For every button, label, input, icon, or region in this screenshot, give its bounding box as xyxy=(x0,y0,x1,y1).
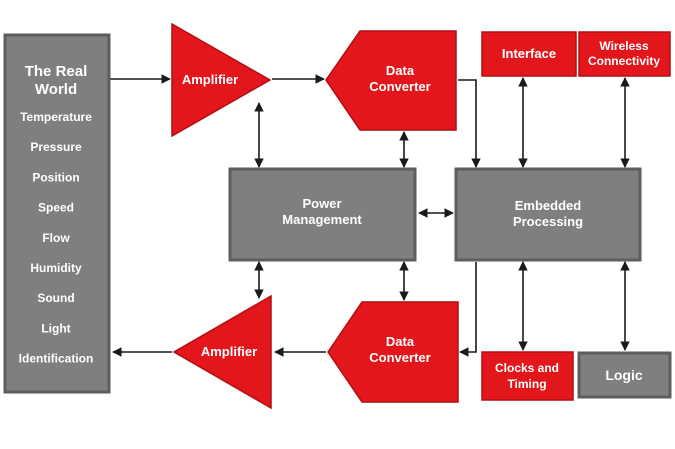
logic-label: Logic xyxy=(605,367,643,383)
real-world-item: Identification xyxy=(19,352,94,366)
wire-embedded-converter-bottom xyxy=(459,262,477,357)
converter-top-label: Converter xyxy=(369,79,430,94)
power-management-label: Power xyxy=(302,196,341,211)
real-world-items: TemperaturePressurePositionSpeedFlowHumi… xyxy=(19,110,94,366)
real-world-title: The Real xyxy=(25,63,88,80)
amplifier-top-label: Amplifier xyxy=(182,72,238,87)
amplifier-bottom-block: Amplifier xyxy=(172,294,272,410)
power-management-block: Power Management xyxy=(228,167,417,262)
real-world-item: Light xyxy=(41,321,70,335)
real-world-item: Position xyxy=(32,170,79,184)
power-management-label: Management xyxy=(282,212,362,227)
embedded-processing-block: Embedded Processing xyxy=(454,167,642,262)
converter-bottom-label: Converter xyxy=(369,350,430,365)
real-world-block: The Real World TemperaturePressurePositi… xyxy=(3,33,111,394)
wire-converter-top-embedded xyxy=(458,79,481,168)
amplifier-top-block: Amplifier xyxy=(171,22,272,138)
converter-top-label: Data xyxy=(386,63,415,78)
real-world-item: Flow xyxy=(42,231,70,245)
amplifier-bottom-label: Amplifier xyxy=(201,344,257,359)
converter-bottom-block: Data Converter xyxy=(327,301,459,403)
clocks-timing-block: Clocks and Timing xyxy=(481,351,574,401)
wireless-block: Wireless Connectivity xyxy=(578,31,671,77)
clocks-timing-label: Timing xyxy=(507,377,546,391)
real-world-item: Temperature xyxy=(20,110,92,124)
clocks-timing-label: Clocks and xyxy=(495,361,559,375)
converter-top-block: Data Converter xyxy=(325,30,457,131)
wireless-label: Connectivity xyxy=(588,54,660,68)
wireless-label: Wireless xyxy=(599,39,649,53)
logic-block: Logic xyxy=(577,351,672,399)
real-world-item: Sound xyxy=(37,291,74,305)
real-world-item: Pressure xyxy=(30,140,82,154)
embedded-processing-label: Embedded xyxy=(515,198,582,213)
interface-label: Interface xyxy=(502,46,556,61)
real-world-item: Humidity xyxy=(30,261,82,275)
real-world-item: Speed xyxy=(38,201,74,215)
converter-bottom-label: Data xyxy=(386,334,415,349)
embedded-processing-label: Processing xyxy=(513,214,583,229)
connections xyxy=(110,74,630,357)
real-world-title: World xyxy=(35,81,77,98)
interface-block: Interface xyxy=(481,31,577,77)
